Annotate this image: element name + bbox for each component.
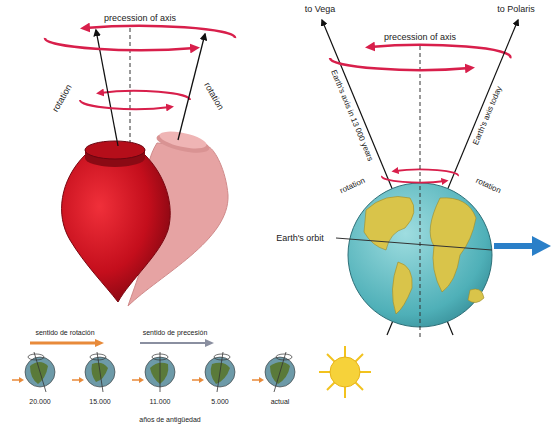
axis-caption: años de antigüedad bbox=[138, 416, 202, 424]
motion-label: rotation bbox=[202, 80, 227, 113]
year-number: 5.000 bbox=[210, 398, 230, 406]
axis-label: Earth's axis in 13 000 years bbox=[329, 67, 376, 163]
continent bbox=[468, 289, 484, 303]
vertical-axis bbox=[420, 46, 421, 340]
sense-label: sentido de rotación bbox=[34, 329, 95, 337]
motion-label: rotation bbox=[50, 82, 75, 115]
arrow-head bbox=[259, 377, 264, 383]
arrow-head bbox=[95, 339, 104, 347]
continent bbox=[150, 363, 168, 384]
continent bbox=[30, 362, 48, 384]
arrow-head bbox=[19, 377, 24, 383]
globe-axis bbox=[217, 352, 223, 392]
motion-label: precession of axis bbox=[383, 32, 457, 42]
star-label: to Vega bbox=[304, 4, 337, 14]
small-arrow bbox=[12, 379, 20, 381]
top-disc bbox=[85, 141, 145, 159]
spin-ring bbox=[276, 354, 292, 360]
precession-arrow bbox=[85, 26, 235, 38]
orbit-arrow-head bbox=[532, 236, 551, 256]
sun-ray bbox=[327, 354, 363, 390]
precession-arrow bbox=[370, 45, 510, 58]
small-globe bbox=[72, 352, 115, 392]
continent bbox=[211, 363, 230, 384]
arrow-head bbox=[79, 377, 84, 383]
top-axis bbox=[96, 30, 118, 146]
sun bbox=[319, 346, 371, 398]
sun-ray bbox=[327, 354, 363, 390]
arrow-head bbox=[199, 377, 204, 383]
top-shadow-disc bbox=[158, 128, 208, 152]
spin-ring bbox=[152, 354, 168, 360]
small-arrow bbox=[132, 379, 140, 381]
year-number: 20.000 bbox=[28, 398, 51, 406]
globe-axis bbox=[274, 352, 286, 392]
globe-axis bbox=[160, 352, 161, 392]
small-globe bbox=[192, 352, 235, 392]
small-globe bbox=[12, 352, 55, 392]
motion-label: rotation bbox=[473, 176, 503, 196]
precession-sense-arrow bbox=[140, 342, 206, 344]
globe-axis bbox=[34, 352, 46, 392]
small-arrow bbox=[192, 379, 200, 381]
motion-label: precession of axis bbox=[103, 13, 177, 23]
small-globe bbox=[132, 352, 175, 392]
rotation-arrow bbox=[80, 100, 170, 109]
rotation-arrow bbox=[395, 170, 458, 176]
spin-ring bbox=[28, 354, 44, 360]
spin-ring bbox=[90, 354, 106, 360]
rotation-sense-arrow bbox=[30, 342, 96, 345]
globe-axis bbox=[97, 352, 103, 392]
motion-label: rotation bbox=[337, 176, 367, 196]
small-globe bbox=[252, 352, 295, 392]
arrow-head bbox=[139, 377, 144, 383]
continent bbox=[392, 262, 412, 314]
rotation-arrow bbox=[100, 91, 190, 100]
orbit-line bbox=[336, 238, 492, 250]
precession-arrow bbox=[45, 38, 195, 50]
year-number: actual bbox=[270, 398, 291, 406]
continent bbox=[430, 198, 476, 292]
spin-ring bbox=[214, 354, 230, 360]
rotation-arrow bbox=[382, 176, 445, 182]
precession-arrow bbox=[330, 58, 470, 70]
orbit-arrow bbox=[494, 243, 534, 249]
sense-label: sentido de precesión bbox=[142, 329, 209, 337]
spinning-top bbox=[62, 155, 171, 302]
sun-disc bbox=[330, 357, 360, 387]
year-number: 15.000 bbox=[88, 398, 111, 406]
axis-label: Earth's axis today bbox=[471, 84, 504, 147]
small-arrow bbox=[72, 379, 80, 381]
orbit-label: Earth's orbit bbox=[275, 233, 325, 243]
star-label: to Polaris bbox=[496, 4, 536, 14]
vertical-axis bbox=[130, 28, 131, 150]
year-number: 11.000 bbox=[149, 398, 172, 406]
arrow-head bbox=[205, 339, 214, 347]
small-arrow bbox=[252, 379, 260, 381]
